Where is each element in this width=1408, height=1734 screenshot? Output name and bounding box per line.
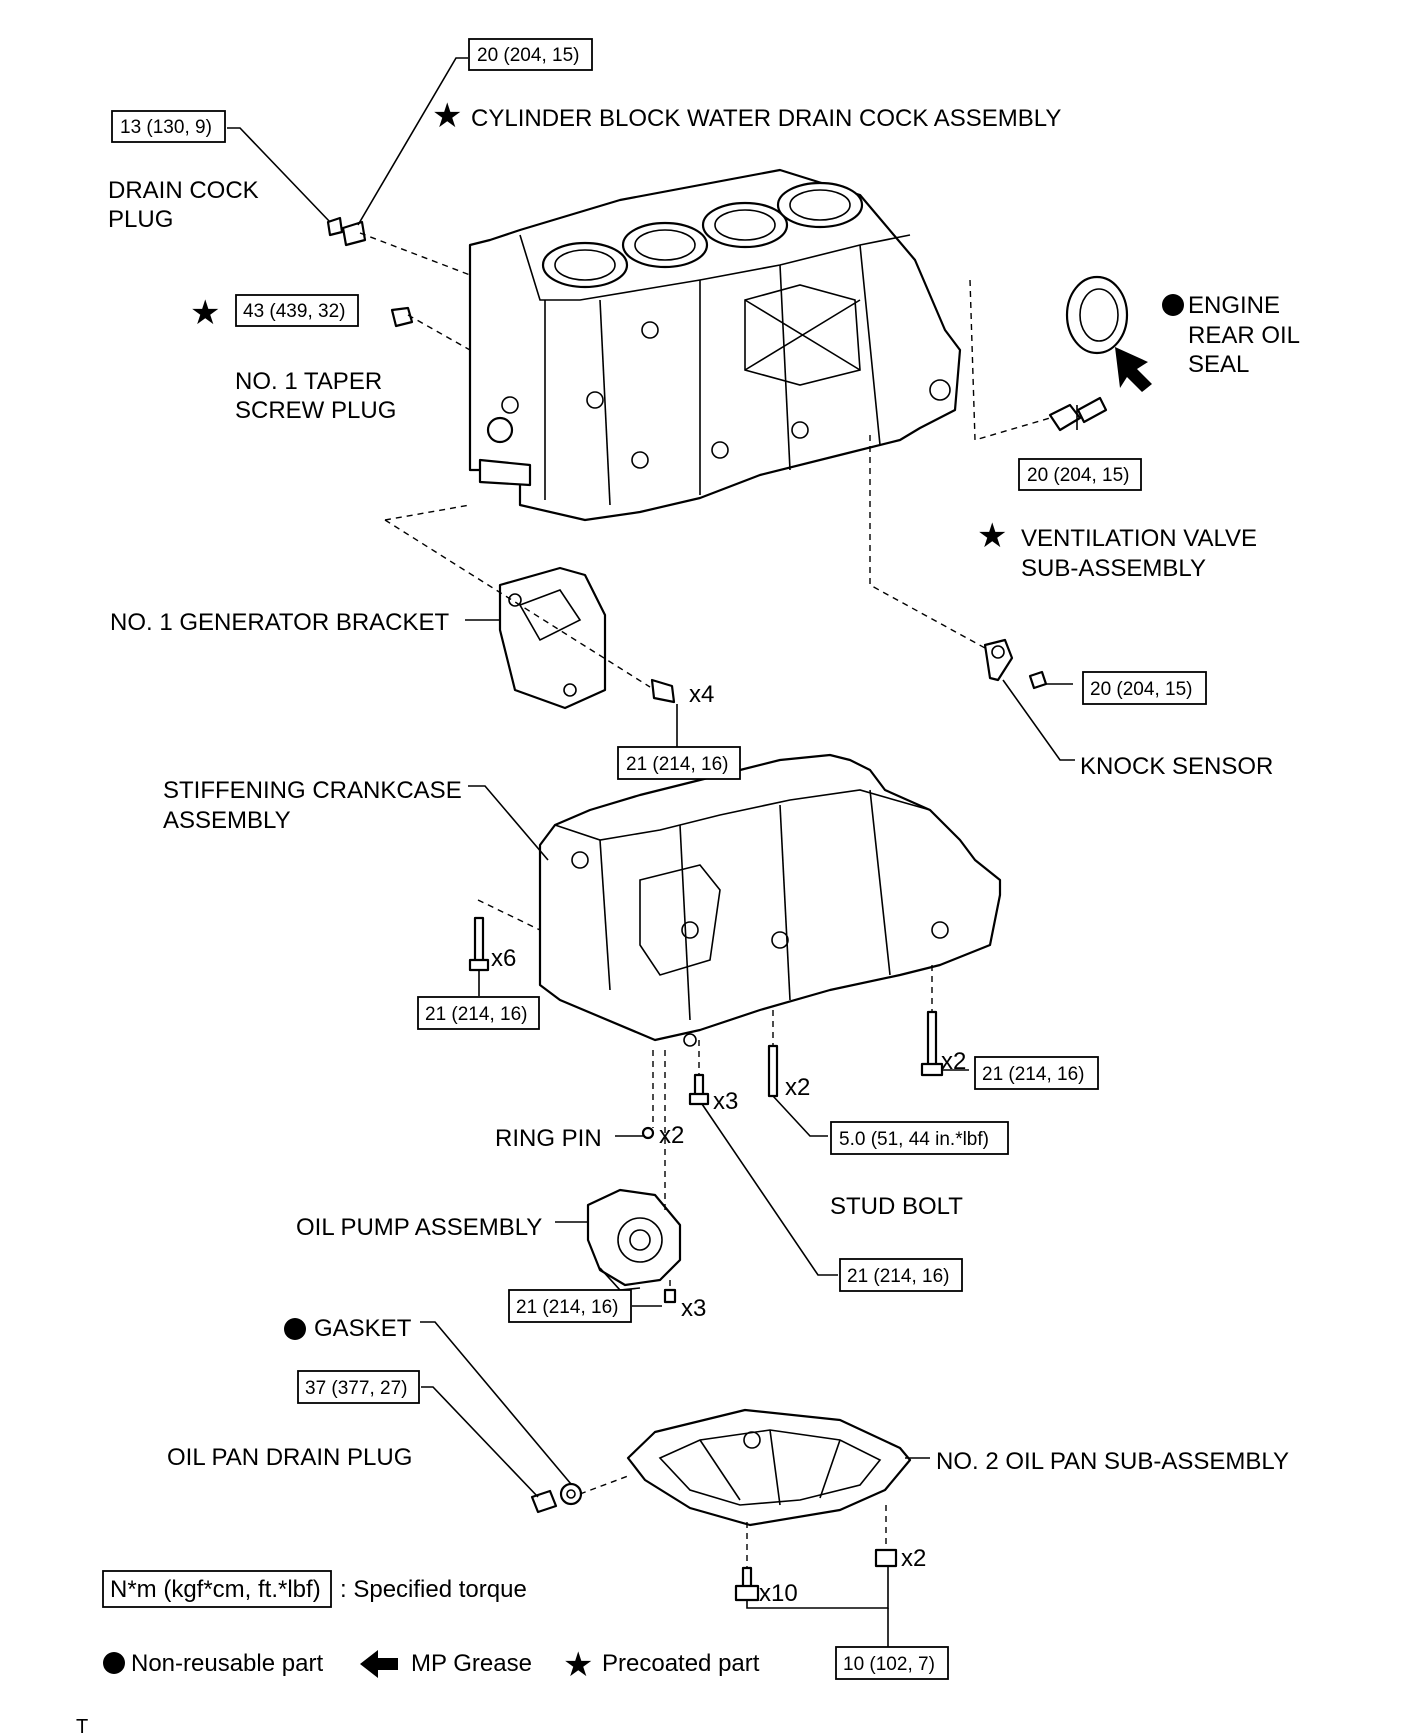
engine-rear-oil-seal-part [1065, 275, 1129, 355]
rear-oil-seal-label-line-1: ENGINE [1188, 292, 1280, 319]
svg-text:20 (204, 15): 20 (204, 15) [1027, 465, 1129, 486]
oil-pump-bolt-qty: x3 [681, 1295, 706, 1322]
crankcase-fasteners [468, 916, 944, 1140]
torque-box-ventilation-valve: 20 (204, 15) [1018, 458, 1142, 491]
knock-sensor-part [983, 638, 1048, 690]
cylinder-block [468, 168, 962, 522]
assembly-guide-lines [359, 232, 1051, 1568]
svg-text:21 (214, 16): 21 (214, 16) [516, 1297, 618, 1318]
svg-text:10 (102, 7): 10 (102, 7) [843, 1654, 935, 1675]
legend-mp-grease-arrow-icon [360, 1650, 398, 1678]
generator-bracket-bolt-qty: x4 [689, 681, 714, 708]
torque-box-crankcase-right: 21 (214, 16) [974, 1056, 1099, 1090]
svg-text:21 (214, 16): 21 (214, 16) [982, 1064, 1084, 1085]
knock-sensor-label: KNOCK SENSOR [1080, 753, 1273, 780]
gasket-label: GASKET [314, 1315, 412, 1342]
svg-text:37 (377, 27): 37 (377, 27) [305, 1378, 407, 1399]
torque-box-drain-cock-plug: 13 (130, 9) [111, 110, 226, 143]
svg-text:43 (439, 32): 43 (439, 32) [243, 301, 345, 322]
oil-pan-bolt-qty-b: x2 [901, 1545, 926, 1572]
torque-box-oil-pump: 21 (214, 16) [508, 1289, 632, 1323]
torque-box-generator-bracket: 21 (214, 16) [617, 746, 741, 780]
crankcase-left-bolt-qty: x6 [491, 945, 516, 972]
torque-box-oil-pan: 10 (102, 7) [835, 1646, 949, 1680]
legend-torque-unit-box [102, 1570, 332, 1608]
legend-precoated: Precoated part [602, 1650, 760, 1677]
ventilation-valve-label-line-1: VENTILATION VALVE [1021, 525, 1257, 552]
svg-text:13 (130, 9): 13 (130, 9) [120, 117, 212, 138]
oil-pump-part [586, 1188, 682, 1304]
torque-box-drain-plug: 37 (377, 27) [297, 1370, 420, 1404]
leader-lines [227, 57, 1078, 1648]
ventilation-valve-precoated-star-icon: ★ [977, 517, 1007, 555]
mp-grease-arrow-icon [1115, 347, 1152, 392]
oil-pump-label: OIL PUMP ASSEMBLY [296, 1214, 542, 1241]
torque-box-stud-bolt: 5.0 (51, 44 in.*lbf) [830, 1121, 1009, 1155]
crankcase-bottom-bolt-qty: x3 [713, 1088, 738, 1115]
generator-bracket-label: NO. 1 GENERATOR BRACKET [110, 609, 450, 636]
drain-cock-parts [326, 216, 367, 247]
svg-text:20 (204, 15): 20 (204, 15) [1090, 679, 1192, 700]
drain-cock-plug-label-line-2: PLUG [108, 206, 173, 233]
torque-box-knock-sensor: 20 (204, 15) [1082, 671, 1207, 705]
drain-plug-and-gasket-part [530, 1482, 583, 1514]
drain-cock-assembly-precoated-star-icon: ★ [432, 97, 462, 135]
svg-text:21 (214, 16): 21 (214, 16) [626, 754, 728, 775]
taper-screw-plug-part [390, 306, 414, 328]
crankcase-right-bolt-qty: x2 [941, 1048, 966, 1075]
legend-torque-desc: : Specified torque [340, 1576, 527, 1603]
torque-box-drain-cock-assembly: 20 (204, 15) [468, 38, 593, 71]
generator-bracket-part [498, 566, 607, 710]
oil-pan-part [626, 1408, 912, 1527]
ring-pin-label: RING PIN [495, 1125, 602, 1152]
stiffening-crankcase-label-line-2: ASSEMBLY [163, 807, 291, 834]
legend: N*m (kgf*cm, ft.*lbf) : Specified torque… [102, 1570, 760, 1684]
oil-pan-bolts [734, 1548, 898, 1602]
gasket-non-reusable-dot-icon [284, 1318, 306, 1340]
legend-non-reusable-dot-icon [103, 1652, 125, 1674]
rear-oil-seal-label-line-2: REAR OIL [1188, 322, 1300, 349]
stiffening-crankcase-label-line-1: STIFFENING CRANKCASE [163, 777, 462, 804]
svg-text:21 (214, 16): 21 (214, 16) [425, 1004, 527, 1025]
taper-screw-plug-label-line-2: SCREW PLUG [235, 397, 396, 424]
svg-text:20 (204, 15): 20 (204, 15) [477, 45, 579, 66]
taper-screw-plug-label-line-1: NO. 1 TAPER [235, 368, 382, 395]
oil-pan-label: NO. 2 OIL PAN SUB-ASSEMBLY [936, 1448, 1289, 1475]
svg-text:21 (214, 16): 21 (214, 16) [847, 1266, 949, 1287]
legend-precoated-star-icon: ★ [563, 1646, 593, 1684]
oil-pan-bolt-qty-a: x10 [759, 1580, 798, 1607]
torque-box-taper-screw-plug: 43 (439, 32) [235, 294, 359, 327]
legend-torque-unit: N*m (kgf*cm, ft.*lbf) [110, 1576, 321, 1603]
torque-box-crankcase-left: 21 (214, 16) [417, 996, 540, 1030]
footer-mark: T [76, 1716, 88, 1734]
legend-non-reusable: Non-reusable part [131, 1650, 323, 1677]
stiffening-crankcase-part [538, 753, 1002, 1047]
oil-pan-drain-plug-label: OIL PAN DRAIN PLUG [167, 1444, 412, 1471]
legend-mp-grease: MP Grease [411, 1650, 532, 1677]
ring-pin-qty: x2 [659, 1122, 684, 1149]
torque-box-crankcase-bottom: 21 (214, 16) [839, 1258, 963, 1292]
rear-oil-seal-non-reusable-dot-icon [1162, 294, 1184, 316]
ventilation-valve-label-line-2: SUB-ASSEMBLY [1021, 555, 1206, 582]
drain-cock-plug-label-line-1: DRAIN COCK [108, 177, 259, 204]
rear-oil-seal-label-line-3: SEAL [1188, 351, 1249, 378]
stud-bolt-label: STUD BOLT [830, 1193, 963, 1220]
generator-bracket-bolt [650, 678, 676, 704]
svg-text:5.0 (51, 44 in.*lbf): 5.0 (51, 44 in.*lbf) [839, 1129, 989, 1150]
drain-cock-assembly-label: CYLINDER BLOCK WATER DRAIN COCK ASSEMBLY [471, 105, 1061, 132]
taper-screw-plug-precoated-star-icon: ★ [190, 294, 220, 332]
ventilation-valve-part [1048, 396, 1108, 432]
stud-bolt-qty: x2 [785, 1074, 810, 1101]
